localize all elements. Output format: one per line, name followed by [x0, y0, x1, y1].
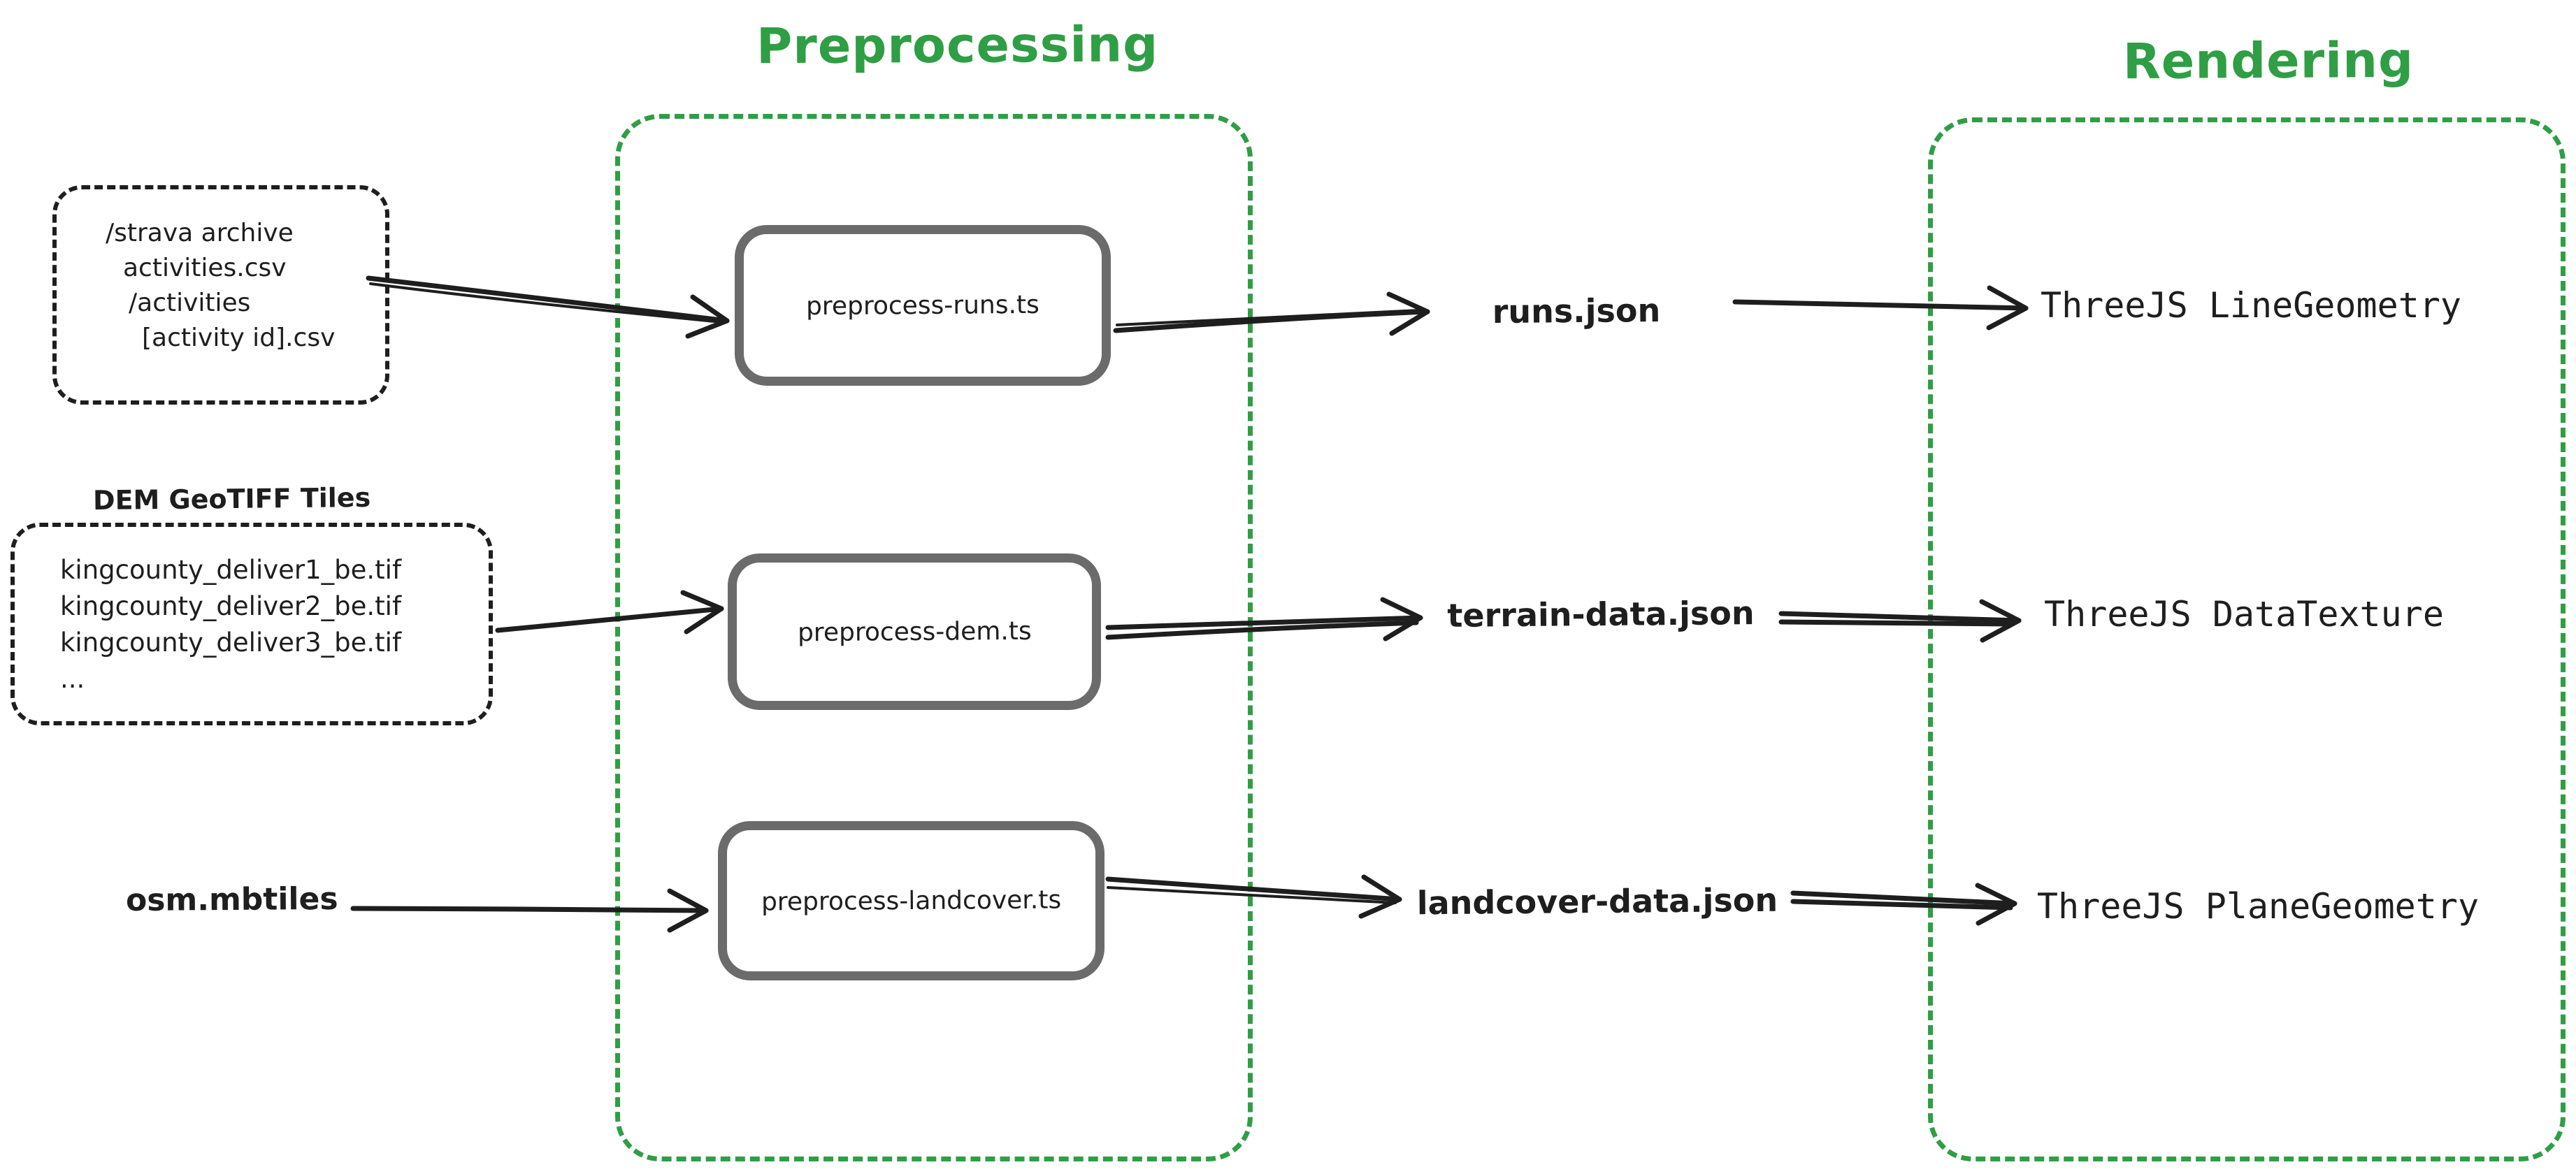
threejs-linegeometry-label: ThreeJS LineGeometry	[2040, 285, 2462, 326]
dem-tile-ellipsis: ...	[60, 664, 85, 694]
strava-archive-line: /strava archive	[106, 219, 294, 247]
arrow-osm-to-preprocess-landcover	[350, 888, 709, 933]
preprocessing-section-container	[615, 114, 1253, 1161]
rendering-section-container	[1928, 117, 2566, 1161]
arrow-strava-to-preprocess-runs	[366, 275, 730, 339]
arrow-landcover-json-to-planegeometry	[1790, 883, 2017, 926]
strava-archive-line: /activities	[129, 289, 251, 317]
strava-archive-node: /strava archive activities.csv /activiti…	[52, 185, 389, 405]
preprocess-landcover-node: preprocess-landcover.ts	[718, 821, 1104, 980]
strava-archive-line: activities.csv	[123, 254, 287, 282]
arrow-dem-to-preprocess-dem	[495, 590, 724, 635]
arrow-terrain-json-to-datatexture	[1778, 599, 2022, 643]
dem-tile-filename: kingcounty_deliver2_be.tif	[60, 591, 401, 621]
threejs-datatexture-label: ThreeJS DataTexture	[2044, 594, 2444, 635]
dem-tiles-node: kingcounty_deliver1_be.tif kingcounty_de…	[10, 523, 493, 725]
threejs-planegeometry-label: ThreeJS PlaneGeometry	[2036, 886, 2480, 927]
strava-archive-line: [activity id].csv	[142, 324, 336, 352]
preprocess-dem-node: preprocess-dem.ts	[728, 553, 1101, 710]
arrow-preprocess-dem-to-terrain-json	[1105, 597, 1423, 642]
dem-tile-filename: kingcounty_deliver1_be.tif	[60, 555, 401, 585]
dem-tile-filename: kingcounty_deliver3_be.tif	[60, 628, 401, 658]
arrow-preprocess-landcover-to-landcover-json	[1105, 874, 1402, 919]
arrow-preprocess-runs-to-runs-json	[1113, 291, 1430, 336]
preprocess-runs-node: preprocess-runs.ts	[735, 225, 1111, 386]
arrow-runs-json-to-linegeometry	[1732, 285, 2029, 331]
